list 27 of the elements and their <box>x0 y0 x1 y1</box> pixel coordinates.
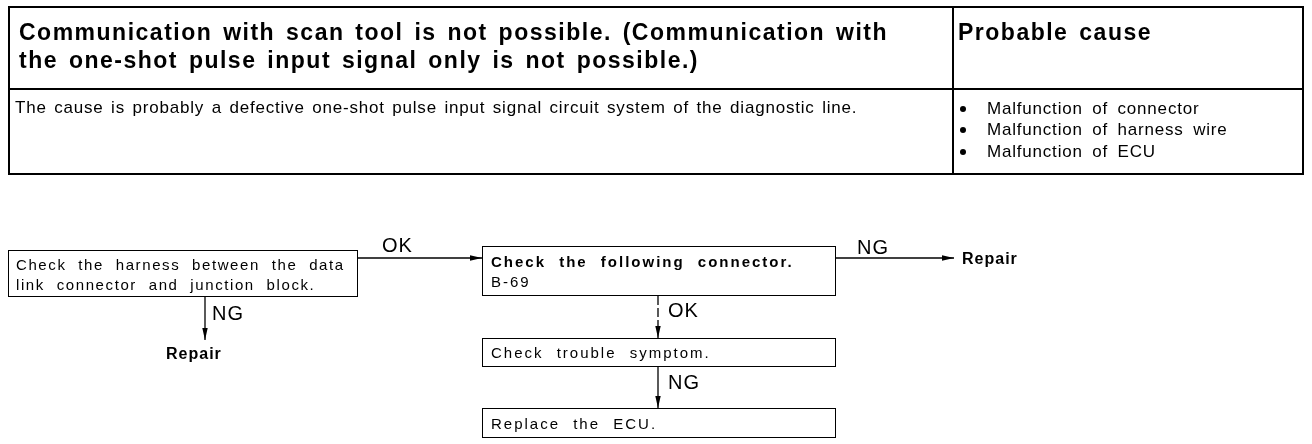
column-heading: Communication with scan tool is not possible. (Communication with the one-shot pulse input signal only is not possible.) <box>19 18 890 74</box>
cause-list-item: Malfunction of connector <box>987 97 1200 119</box>
process-box <box>8 250 358 297</box>
step-text: Check trouble symptom. <box>491 343 712 363</box>
edge-label: OK <box>668 301 699 320</box>
flow-arrow <box>655 366 661 409</box>
flow-arrow <box>835 255 955 261</box>
flow-arrow <box>655 295 661 339</box>
process-box <box>482 408 836 438</box>
action-text: Repair <box>954 250 1018 268</box>
cause-description: The cause is probably a defective one-shot pulse input signal circuit system of the diagnostic line. <box>15 97 858 119</box>
edge-label: NG <box>668 373 700 392</box>
step-text: Check the harness between the data link connector and junction block. <box>16 255 346 294</box>
edge-label: NG <box>857 238 889 257</box>
action-text: Repair <box>166 340 222 363</box>
edge-label: NG <box>212 304 244 323</box>
process-box <box>482 338 836 367</box>
step-text: Replace the ECU. <box>491 414 659 434</box>
flow-arrow <box>357 255 483 261</box>
step-heading: Check the following connector. <box>491 252 795 272</box>
flow-arrow <box>202 296 208 341</box>
edge-label: OK <box>382 236 413 255</box>
cause-list-item: Malfunction of harness wire <box>987 119 1228 141</box>
process-box <box>482 246 836 296</box>
column-heading: Probable cause <box>958 18 1154 46</box>
connector-code: B-69 <box>491 271 532 291</box>
cause-list-item: Malfunction of ECU <box>987 140 1156 162</box>
